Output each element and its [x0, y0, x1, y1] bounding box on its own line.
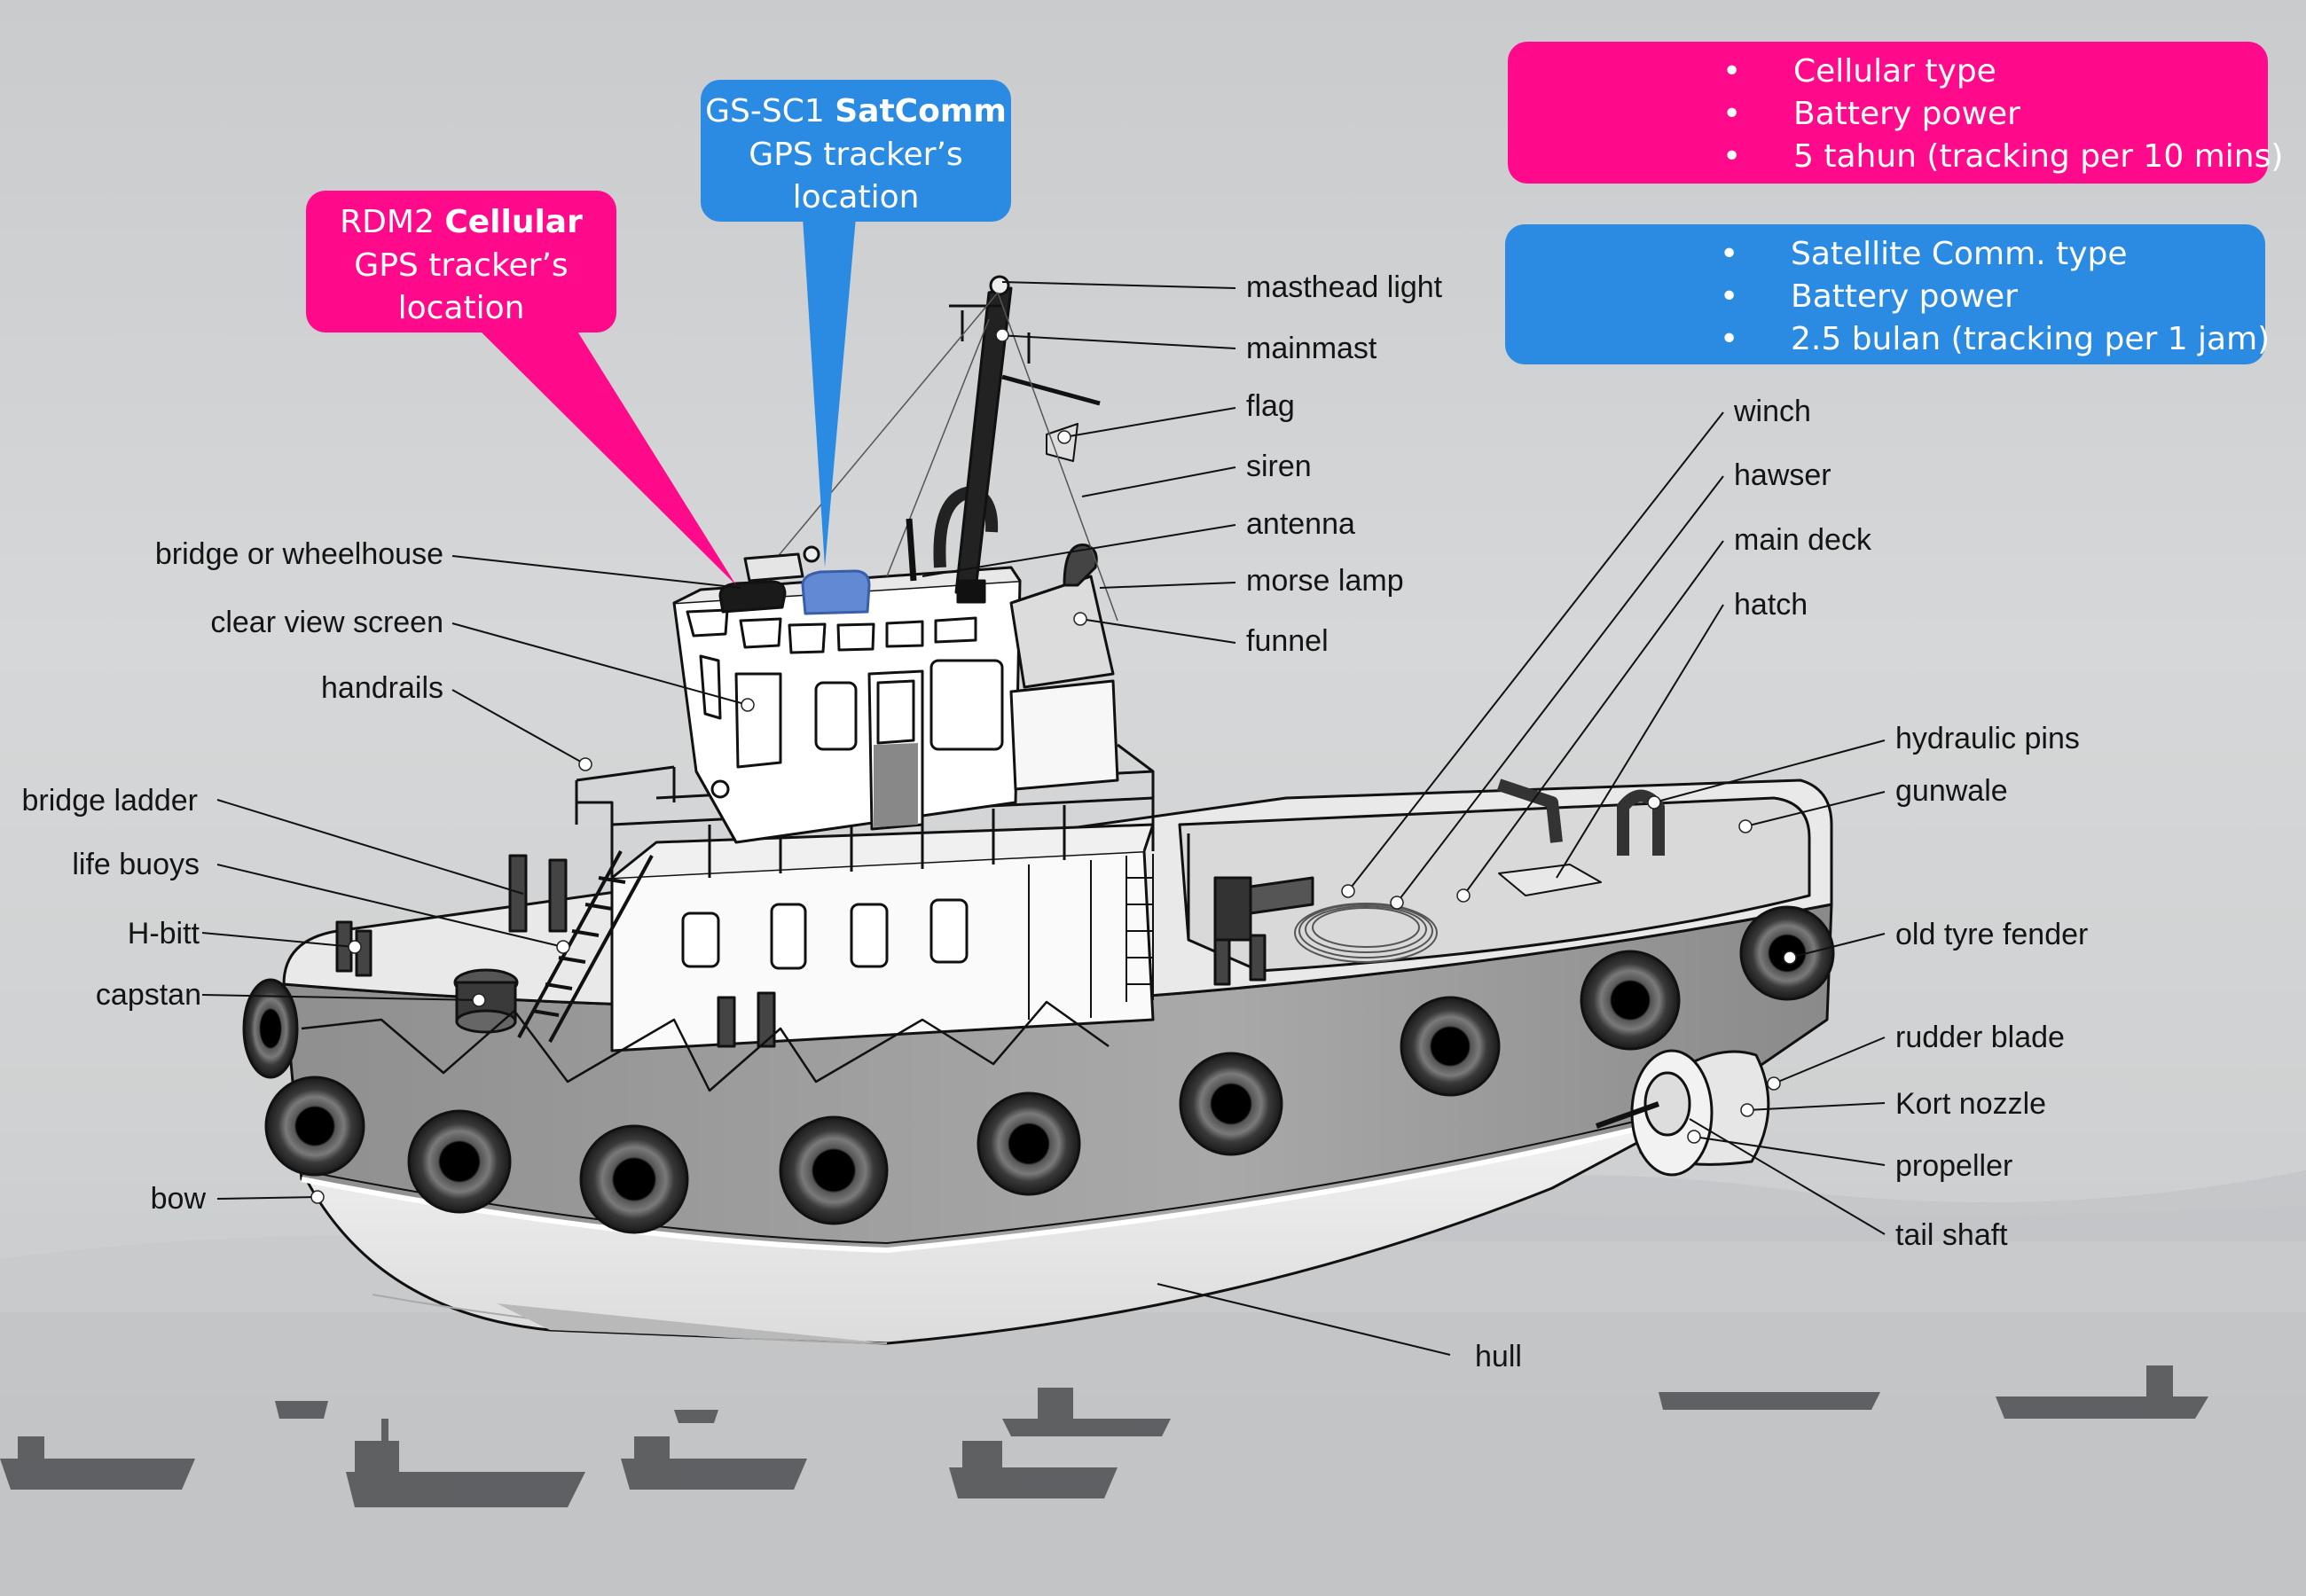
stern-gear — [1595, 1049, 1770, 1177]
list-item: •Battery power — [1720, 278, 2018, 315]
label-old-tyre-fender: old tyre fender — [1895, 918, 2089, 951]
label-winch: winch — [1734, 395, 1811, 428]
label-flag: flag — [1246, 389, 1295, 423]
label-hydraulic-pins: hydraulic pins — [1895, 722, 2080, 755]
antenna — [906, 518, 917, 582]
label-main-deck: main deck — [1734, 523, 1871, 557]
list-item: •Satellite Comm. type — [1720, 236, 2128, 272]
label-siren: siren — [1246, 450, 1312, 483]
label-gunwale: gunwale — [1895, 774, 2008, 808]
capstan — [453, 968, 519, 1034]
label-clear-view-screen: clear view screen — [210, 606, 443, 639]
label-bridge-or-wheelhouse: bridge or wheelhouse — [154, 537, 443, 571]
satcomm-callout: GS-SC1 SatComm GPS tracker’s location — [701, 80, 1011, 222]
leader-lines — [201, 281, 1886, 1356]
cellular-callout-line2: GPS tracker’s — [354, 246, 569, 284]
satcomm-callout-title-b: SatComm — [835, 93, 1007, 129]
label-hull: hull — [1475, 1340, 1522, 1373]
old-tyre-fenders — [242, 905, 1835, 1234]
hatch — [1498, 864, 1602, 896]
label-handrails: handrails — [321, 671, 443, 705]
satcomm-callout-tail — [803, 217, 856, 567]
label-hawser: hawser — [1734, 458, 1831, 492]
bridge-ladder — [517, 850, 654, 1043]
label-kort-nozzle: Kort nozzle — [1895, 1087, 2047, 1121]
cellular-callout-title-b: Cellular — [444, 204, 583, 240]
satcomm-callout-line3: location — [792, 179, 920, 216]
label-mainmast: mainmast — [1246, 332, 1377, 365]
funnel — [1009, 575, 1115, 689]
label-bridge-ladder: bridge ladder — [21, 784, 198, 818]
gs-sc1-device — [801, 569, 871, 615]
satcomm-callout-title-a: GS-SC1 — [705, 93, 835, 129]
list-item: •Battery power — [1722, 96, 2020, 132]
label-bow: bow — [150, 1182, 206, 1216]
satellite-features-list: •Satellite Comm. type •Battery power •2.… — [1720, 233, 2271, 361]
cellular-callout: RDM2 Cellular GPS tracker’s location — [306, 191, 616, 332]
morse-lamp — [956, 579, 986, 604]
cellular-callout-line3: location — [397, 290, 525, 327]
leader-dots — [310, 328, 1797, 1204]
label-life-buoys: life buoys — [72, 848, 200, 881]
label-tail-shaft: tail shaft — [1895, 1218, 2008, 1252]
label-antenna: antenna — [1246, 507, 1355, 541]
label-morse-lamp: morse lamp — [1246, 564, 1404, 598]
winch — [1213, 876, 1314, 942]
hawser — [1294, 903, 1438, 963]
label-rudder-blade: rudder blade — [1895, 1021, 2065, 1054]
h-bitt — [335, 854, 1267, 1048]
label-funnel: funnel — [1246, 624, 1329, 658]
satcomm-callout-line2: GPS tracker’s — [749, 136, 963, 173]
cellular-callout-title-a: RDM2 — [340, 204, 445, 240]
siren — [1063, 544, 1098, 587]
label-hatch: hatch — [1734, 588, 1808, 622]
cellular-callout-tail — [479, 330, 736, 585]
list-item: •5 tahun (tracking per 10 mins) — [1722, 138, 2284, 175]
label-capstan: capstan — [95, 978, 201, 1012]
list-item: •2.5 bulan (tracking per 1 jam) — [1720, 321, 2271, 357]
label-h-bitt: H-bitt — [127, 917, 200, 951]
distant-ships — [0, 1365, 2208, 1507]
cellular-features-list: •Cellular type •Battery power •5 tahun (… — [1722, 51, 2284, 178]
cellular-info-box: •Cellular type •Battery power •5 tahun (… — [1508, 42, 2283, 184]
main-deck — [1178, 796, 1811, 973]
list-item: •Cellular type — [1722, 53, 1996, 90]
satellite-info-box: •Satellite Comm. type •Battery power •2.… — [1505, 224, 2270, 364]
tugboat — [242, 275, 1835, 1345]
label-propeller: propeller — [1895, 1149, 2013, 1183]
rdm2-device — [718, 580, 787, 614]
label-masthead-light: masthead light — [1246, 270, 1443, 304]
